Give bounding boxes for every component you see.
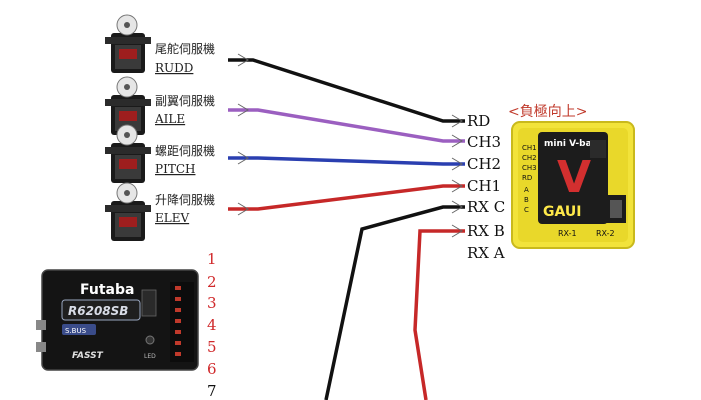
svg-text:A: A xyxy=(524,186,529,194)
receiver-sbus: S.BUS xyxy=(65,327,87,335)
wire-rudd xyxy=(228,58,465,123)
servo-rudd: 尾舵伺服機 RUDD xyxy=(105,14,215,75)
servo-elev: 升降伺服機 ELEV xyxy=(105,182,215,241)
servo-label-cn: 升降伺服機 xyxy=(155,192,215,207)
port-rxc: RX C xyxy=(467,198,505,216)
servo-label-en: RUDD xyxy=(155,61,193,75)
receiver-led: LED xyxy=(144,353,156,360)
servo-label-cn: 螺距伺服機 xyxy=(155,143,215,158)
gyro-letter: V xyxy=(557,152,591,203)
svg-text:RD: RD xyxy=(522,174,532,182)
port-ch1: CH1 xyxy=(467,177,501,195)
svg-text:CH2: CH2 xyxy=(522,154,537,162)
gyro-brand: GAUI xyxy=(543,204,581,220)
gyro-side-labels: CH1 CH2 CH3 RD A B C xyxy=(522,144,537,214)
svg-text:B: B xyxy=(524,196,529,204)
wire-arrows xyxy=(237,53,463,238)
servo-icon xyxy=(105,76,151,135)
port-ch2: CH2 xyxy=(467,155,501,173)
port-labels: RD CH3 CH2 CH1 RX C RX B RX A xyxy=(467,112,505,262)
servo-icon xyxy=(105,124,151,183)
svg-text:4: 4 xyxy=(207,316,217,334)
svg-text:3: 3 xyxy=(207,294,217,312)
wire-rxc xyxy=(324,205,465,400)
svg-text:2: 2 xyxy=(207,273,217,291)
wire-rxb xyxy=(413,229,465,400)
servo-pitch: 螺距伺服機 PITCH xyxy=(105,124,215,183)
servo-icon xyxy=(105,182,151,241)
port-rd: RD xyxy=(467,112,490,130)
port-rxb: RX B xyxy=(467,222,505,240)
svg-text:7: 7 xyxy=(207,382,217,400)
svg-text:C: C xyxy=(524,206,529,214)
svg-text:CH1: CH1 xyxy=(522,144,537,152)
wire-pitch xyxy=(228,156,465,166)
channel-numbers: 1 2 3 4 5 6 7 xyxy=(207,250,217,400)
gyro-model: mini V-bar xyxy=(544,139,597,149)
svg-text:5: 5 xyxy=(207,338,217,356)
receiver-model: R6208SB xyxy=(68,304,128,318)
port-rxa: RX A xyxy=(467,244,505,262)
receiver-brand: Futaba xyxy=(80,282,134,298)
receiver-fasst: FASST xyxy=(72,351,104,361)
svg-text:1: 1 xyxy=(207,250,217,268)
receiver-unit: Futaba R6208SB S.BUS FASST LED xyxy=(36,269,199,371)
gyro-title: <負極向上> xyxy=(508,104,587,120)
servo-label-cn: 尾舵伺服機 xyxy=(155,41,215,56)
servo-label-en: ELEV xyxy=(155,211,189,225)
wire-elev xyxy=(228,184,465,211)
wires xyxy=(228,58,465,400)
servo-aile: 副翼伺服機 AILE xyxy=(105,76,215,135)
gyro-rx2: RX-2 xyxy=(596,229,615,238)
gyro-rx1: RX-1 xyxy=(558,229,577,238)
port-ch3: CH3 xyxy=(467,133,501,151)
receiver-pins xyxy=(170,282,194,362)
gyro-unit: mini V-bar V GAUI CH1 CH2 CH3 RD A B C R… xyxy=(511,121,635,249)
servo-label-en: PITCH xyxy=(155,162,195,176)
svg-text:CH3: CH3 xyxy=(522,164,537,172)
servo-label-cn: 副翼伺服機 xyxy=(155,93,215,108)
servo-label-en: AILE xyxy=(154,112,185,126)
wire-aile xyxy=(228,108,465,143)
svg-text:6: 6 xyxy=(207,360,217,378)
servo-icon xyxy=(105,14,151,73)
